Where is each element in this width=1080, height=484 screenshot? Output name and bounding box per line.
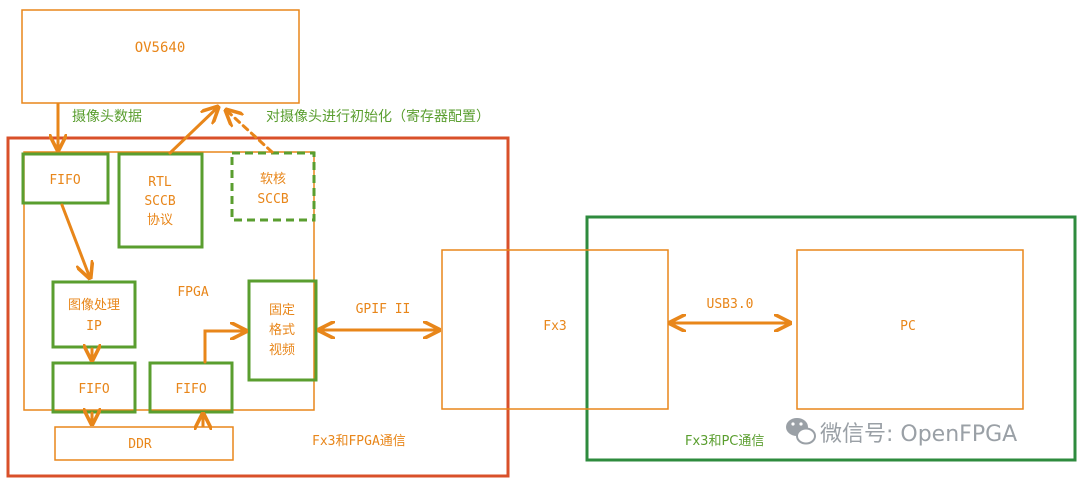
fx3-pc-comm-label: Fx3和PC通信 bbox=[685, 434, 764, 449]
fx3-pc-region bbox=[585, 215, 1077, 462]
fpga-label: FPGA bbox=[177, 285, 208, 300]
fifo-in-label: FIFO bbox=[49, 173, 80, 188]
fx3-fpga-region bbox=[6, 136, 510, 478]
camera-data-label: 摄像头数据 bbox=[72, 109, 142, 125]
soft-sccb-line-1: 软核 bbox=[260, 172, 286, 187]
arrow-fifo-to-ip bbox=[60, 203, 90, 278]
fifo-in-box bbox=[21, 152, 110, 205]
fx3-label: Fx3 bbox=[543, 319, 566, 334]
rtl-sccb-box bbox=[117, 152, 204, 249]
ov5640-label: OV5640 bbox=[135, 40, 186, 56]
fifo-b-label: FIFO bbox=[175, 382, 206, 397]
rtl-sccb-line-2: SCCB bbox=[144, 194, 175, 209]
fifo-b-box bbox=[148, 361, 234, 414]
rtl-sccb-line-3: 协议 bbox=[147, 213, 173, 228]
gpif-label: GPIF II bbox=[356, 302, 411, 317]
pc-box bbox=[796, 249, 1024, 410]
fx3-box bbox=[441, 249, 669, 410]
ddr-label: DDR bbox=[128, 437, 152, 452]
wechat-icon bbox=[786, 418, 816, 445]
image-ip-line-1: 图像处理 bbox=[68, 298, 120, 313]
fixed-video-line-2: 格式 bbox=[269, 322, 295, 338]
image-ip-line-2: IP bbox=[86, 319, 102, 334]
arrow-rtl-to-ov bbox=[168, 107, 218, 155]
ov5640-box bbox=[21, 9, 300, 104]
usb-label: USB3.0 bbox=[707, 297, 754, 312]
fixed-video-line-1: 固定 bbox=[269, 303, 295, 318]
fifo-a-label: FIFO bbox=[78, 382, 109, 397]
fx3-fpga-comm-label: Fx3和FPGA通信 bbox=[312, 434, 406, 449]
camera-init-label: 对摄像头进行初始化（寄存器配置） bbox=[266, 108, 490, 125]
watermark-text: 微信号: OpenFPGA bbox=[820, 422, 1017, 447]
arrow-soft-to-ov bbox=[226, 110, 274, 154]
ddr-box bbox=[54, 426, 234, 461]
rtl-sccb-line-1: RTL bbox=[148, 175, 172, 190]
arrow-fifo-b-to-video bbox=[203, 331, 246, 364]
fixed-video-box bbox=[247, 279, 318, 382]
image-ip-box bbox=[51, 280, 137, 349]
pc-label: PC bbox=[900, 319, 916, 334]
fixed-video-line-3: 视频 bbox=[269, 343, 295, 358]
soft-sccb-line-2: SCCB bbox=[257, 192, 288, 207]
